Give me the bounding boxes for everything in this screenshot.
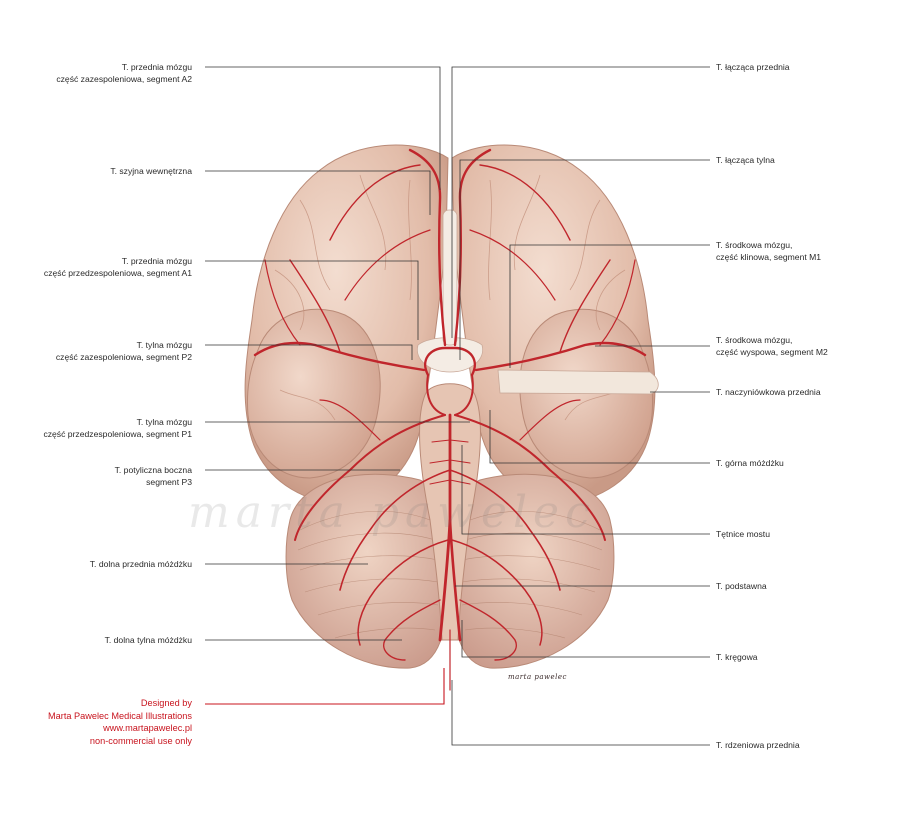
label-m1: T. środkowa mózgu,część klinowa, segment… [716,240,822,262]
label-pcom: T. łącząca tylna [716,155,775,165]
watermark-text: marta pawelec [188,487,596,538]
credit-line-1: Designed by [140,698,192,708]
credit-line-2: Marta Pawelec Medical Illustrations [48,710,192,721]
label-acha: T. naczyniówkowa przednia [716,387,821,397]
leader-lines [205,66,710,746]
designer-credit: Designed by Marta Pawelec Medical Illust… [48,697,192,747]
credit-website-link[interactable]: www.martapawelec.pl [103,723,192,733]
label-basilar: T. podstawna [716,581,767,591]
label-aica: T. dolna przednia móżdżku [89,559,192,569]
label-acom: T. łącząca przednia [716,62,790,72]
credit-line-4: non-commercial use only [89,735,192,746]
label-pica: T. dolna tylna móżdżku [104,635,192,645]
label-ica: T. szyjna wewnętrzna [110,166,192,176]
label-m2: T. środkowa mózgu,część wyspowa, segment… [716,335,828,357]
artist-signature: marta pawelec [508,673,567,681]
label-vertebral: T. kręgowa [716,652,758,662]
label-asa: T. rdzeniowa przednia [716,740,800,750]
credit-leader-line [205,668,445,705]
cerebral-hemispheres [244,144,656,506]
label-sca: T. górna móżdżku [716,458,784,468]
arteries [253,148,647,691]
label-pontine: Tętnice mostu [716,529,770,539]
